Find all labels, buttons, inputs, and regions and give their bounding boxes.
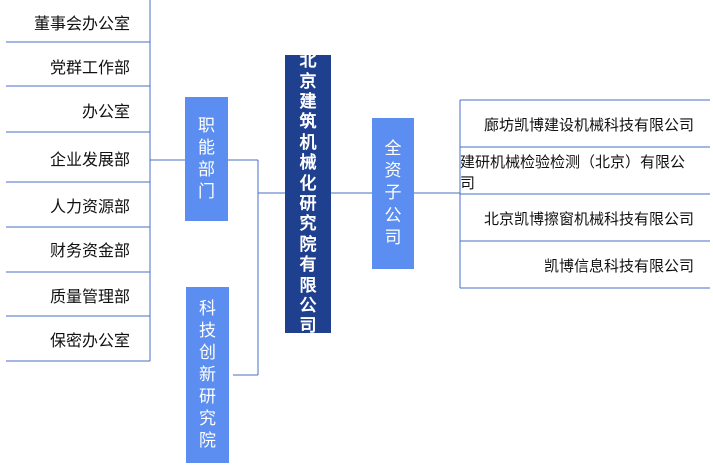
subsidiary-info-tech: 凯博信息科技有限公司 bbox=[543, 257, 694, 275]
company-char: 公 bbox=[299, 295, 317, 316]
functional-departments-char: 职 bbox=[198, 115, 215, 136]
company-char: 有 bbox=[299, 255, 317, 276]
wholly-owned-char: 司 bbox=[384, 227, 402, 248]
dept-enterprise-dev: 企业发展部 bbox=[49, 150, 130, 169]
dept-office: 办公室 bbox=[81, 102, 130, 121]
dept-finance: 财务资金部 bbox=[49, 241, 130, 260]
dept-human-resources: 人力资源部 bbox=[49, 197, 130, 216]
wholly-owned-box: 全 资 子 公 司 bbox=[372, 118, 414, 269]
functional-departments-char: 能 bbox=[198, 137, 215, 158]
company-char: 机 bbox=[299, 132, 317, 153]
tech-institute-char: 创 bbox=[199, 342, 216, 363]
company-char: 京 bbox=[299, 71, 317, 92]
tech-institute-char: 科 bbox=[199, 298, 216, 319]
company-char: 限 bbox=[299, 275, 317, 296]
tech-institute-char: 院 bbox=[199, 431, 216, 452]
subsidiary-inspection: 建研机械检验检测（北京）有限公司 bbox=[460, 152, 686, 192]
company-char: 化 bbox=[299, 173, 317, 194]
company-char: 筑 bbox=[299, 112, 317, 133]
tech-institute-char: 技 bbox=[199, 320, 216, 341]
company-char: 研 bbox=[299, 194, 317, 214]
company-box: 北 京 建 筑 机 械 化 研 究 院 有 限 公 司 bbox=[285, 51, 331, 337]
company-char: 司 bbox=[299, 316, 317, 337]
tech-institute-char: 研 bbox=[199, 387, 216, 408]
functional-departments-box: 职 能 部 门 bbox=[185, 97, 228, 221]
wholly-owned-char: 全 bbox=[384, 139, 402, 160]
functional-departments-char: 部 bbox=[198, 160, 215, 180]
functional-departments-char: 门 bbox=[198, 182, 215, 203]
subsidiary-window-cleaning: 北京凯博擦窗机械科技有限公司 bbox=[483, 210, 694, 228]
tech-institute-char: 新 bbox=[199, 364, 216, 385]
company-char: 院 bbox=[299, 234, 317, 255]
dept-confidential-office: 保密办公室 bbox=[49, 331, 130, 350]
wholly-owned-char: 公 bbox=[384, 205, 402, 226]
dept-quality: 质量管理部 bbox=[49, 287, 130, 306]
company-char: 究 bbox=[299, 214, 317, 235]
wholly-owned-char: 子 bbox=[384, 183, 402, 204]
dept-party-work: 党群工作部 bbox=[49, 58, 130, 77]
tech-institute-char: 究 bbox=[199, 409, 216, 430]
tech-institute-box: 科 技 创 新 研 究 院 bbox=[186, 287, 229, 463]
dept-board-office: 董事会办公室 bbox=[33, 14, 130, 33]
company-char: 械 bbox=[299, 153, 317, 174]
wholly-owned-char: 资 bbox=[384, 161, 402, 182]
company-char: 建 bbox=[299, 92, 317, 113]
company-char: 北 bbox=[299, 51, 317, 72]
subsidiary-langfang-kaibo: 廊坊凯博建设机械科技有限公司 bbox=[483, 116, 694, 134]
